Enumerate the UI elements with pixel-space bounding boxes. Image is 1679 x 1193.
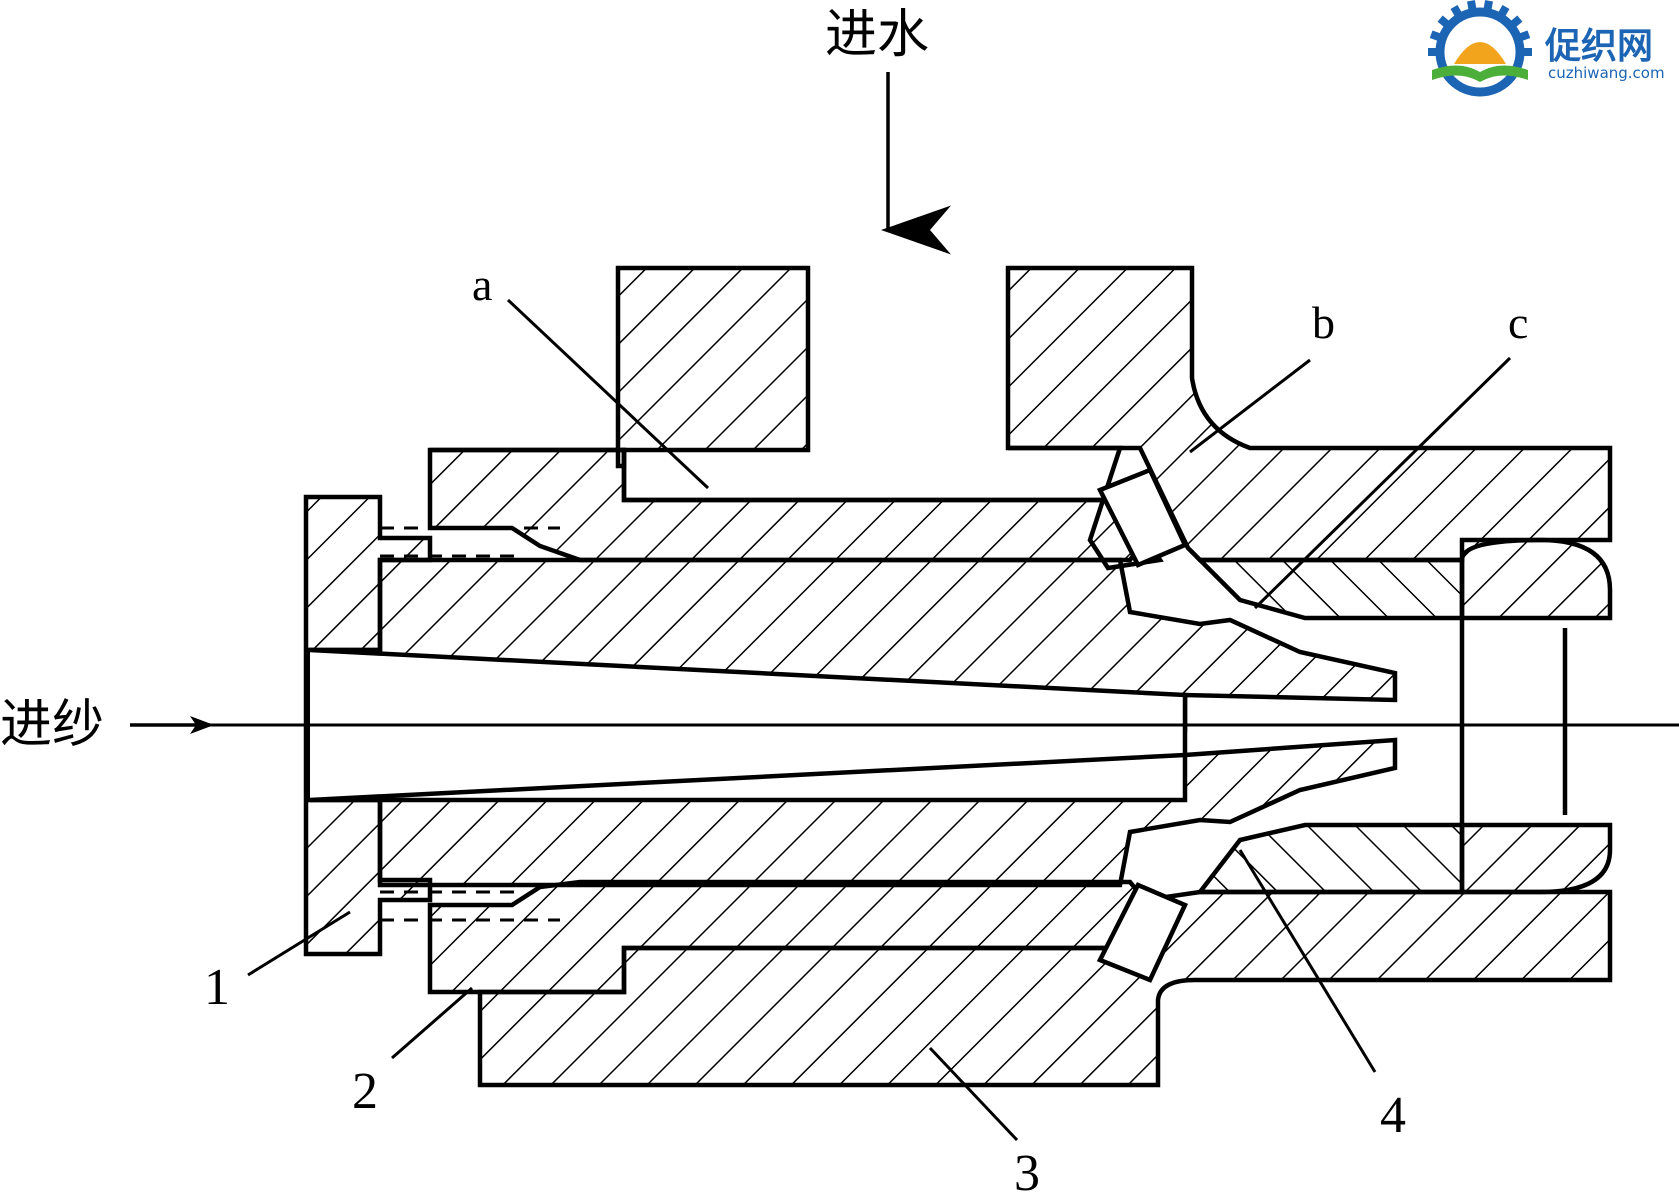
gear-tooth xyxy=(1450,4,1463,18)
book-icon xyxy=(1432,65,1528,82)
jet-hole-upper xyxy=(1096,467,1189,568)
sun-arc-icon xyxy=(1454,42,1506,64)
logo-url: cuzhiwang.com xyxy=(1548,64,1665,82)
site-logo: 促织网 cuzhiwang.com xyxy=(1428,0,1665,97)
label-2: 2 xyxy=(352,1063,378,1120)
yarn-inlet-label: 进纱 xyxy=(0,697,104,754)
gear-tooth xyxy=(1497,4,1510,18)
label-a: a xyxy=(472,259,492,310)
right-flange-lower xyxy=(1459,822,1613,895)
label-b: b xyxy=(1312,297,1335,348)
yarn-arrow-head xyxy=(190,716,214,734)
gear-tooth xyxy=(1509,15,1523,29)
label-c: c xyxy=(1508,297,1528,348)
right-flange-upper xyxy=(1459,537,1613,621)
jet-hole-lower xyxy=(1096,882,1189,983)
label-3: 3 xyxy=(1014,1145,1040,1193)
logo-name: 促织网 xyxy=(1544,26,1653,67)
gear-tooth xyxy=(1429,30,1442,42)
right-ring-lower xyxy=(1195,822,1465,895)
inlet-block-left xyxy=(615,265,811,469)
gear-tooth xyxy=(1437,15,1451,29)
right-ring-upper xyxy=(1194,557,1465,621)
gear-tooth xyxy=(1483,0,1493,12)
gear-icon xyxy=(1428,0,1532,97)
label-1: 1 xyxy=(204,959,230,1016)
gear-tooth xyxy=(1518,30,1531,42)
gear-tooth xyxy=(1467,0,1477,12)
water-inlet-label: 进水 xyxy=(825,7,929,64)
label-4: 4 xyxy=(1380,1087,1406,1144)
sleeve-upper xyxy=(427,447,1148,563)
